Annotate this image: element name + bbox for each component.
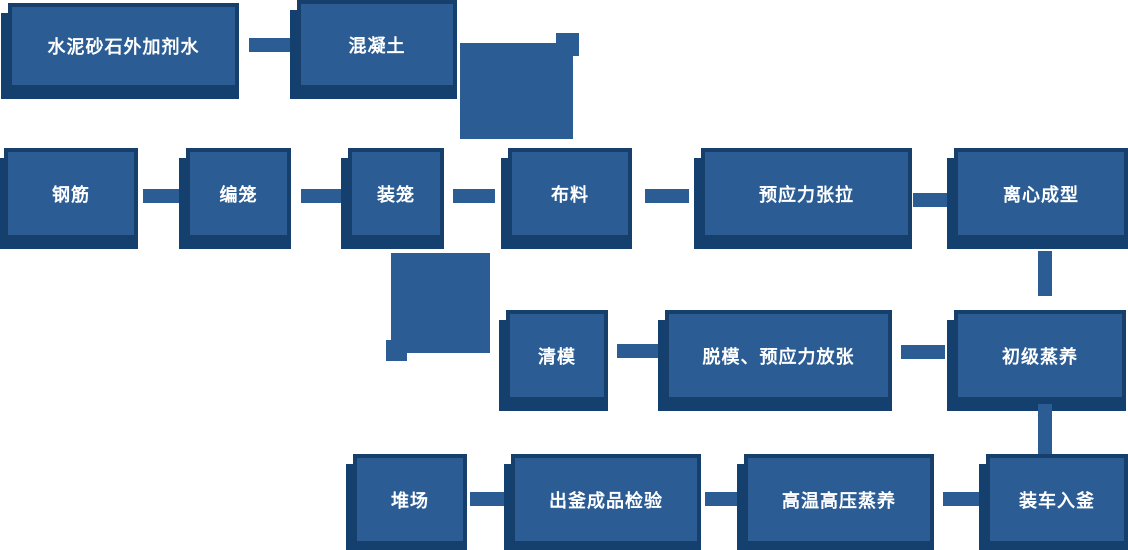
node-mold-cleaning: 清模 [506, 310, 608, 401]
connector-concrete-to-distribution [460, 43, 573, 139]
connector-inspection-to-stockyard [470, 492, 510, 506]
connector-mold-cleaning-to-cage-loading [391, 253, 490, 353]
node-primary-steam-curing: 初级蒸养 [954, 310, 1126, 401]
connector-tensioning-to-centrifugal [913, 193, 955, 207]
connector-centrifugal-to-primary-curing [1038, 251, 1052, 296]
connector-steel-bar-to-cage-weaving [143, 189, 185, 203]
connector-hp-curing-to-inspection [705, 492, 743, 506]
node-concrete: 混凝土 [297, 0, 457, 89]
connector-raw-materials-to-concrete [249, 38, 295, 52]
node-stockyard: 堆场 [353, 454, 467, 545]
node-steel-bar: 钢筋 [4, 148, 138, 239]
connector-distribution-to-tensioning [645, 189, 689, 203]
node-centrifugal-forming: 离心成型 [954, 148, 1128, 239]
connector-cage-loading-to-distribution [453, 189, 495, 203]
connector-cage-weaving-to-cage-loading [301, 189, 343, 203]
node-cage-weaving: 编笼 [186, 148, 291, 239]
node-prestress-tensioning: 预应力张拉 [701, 148, 912, 239]
node-high-temp-high-pressure-curing: 高温高压蒸养 [744, 454, 934, 545]
node-raw-materials: 水泥砂石外加剂水 [8, 3, 239, 89]
node-cage-loading: 装笼 [348, 148, 444, 239]
node-autoclave-product-inspection: 出釜成品检验 [511, 454, 701, 545]
connector-primary-curing-to-demolding [901, 345, 945, 359]
connector-loading-autoclave-to-hp-curing [943, 492, 981, 506]
node-loading-into-autoclave: 装车入釜 [986, 454, 1128, 545]
node-demolding-prestress-release: 脱模、预应力放张 [665, 310, 892, 401]
connector-primary-curing-to-loading-autoclave [1038, 404, 1052, 454]
connector-demolding-to-mold-cleaning [617, 344, 659, 358]
node-material-distribution: 布料 [508, 148, 632, 239]
connector-mold-cleaning-elbow-stub [386, 340, 407, 361]
